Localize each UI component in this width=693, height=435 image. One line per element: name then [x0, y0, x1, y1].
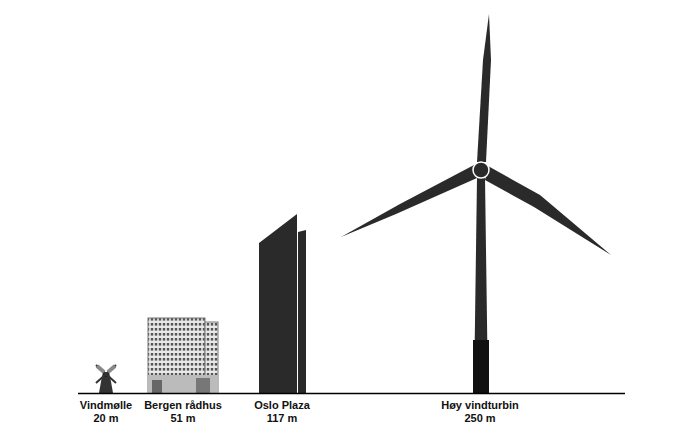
object-name: Bergen rådhus — [144, 399, 222, 412]
object-name: Vindmølle — [80, 399, 132, 412]
tower-building — [259, 214, 306, 393]
object-name: Oslo Plaza — [254, 399, 310, 412]
city-hall-building — [148, 318, 218, 393]
object-name: Høy vindturbin — [441, 399, 519, 412]
windmill — [96, 365, 116, 393]
height-value: 250 m — [464, 412, 495, 425]
height-value: 117 m — [267, 412, 298, 425]
height-value: 51 m — [170, 412, 195, 425]
wind-turbine — [341, 14, 611, 393]
ground-line — [78, 393, 625, 395]
height-value: 20 m — [93, 412, 118, 425]
